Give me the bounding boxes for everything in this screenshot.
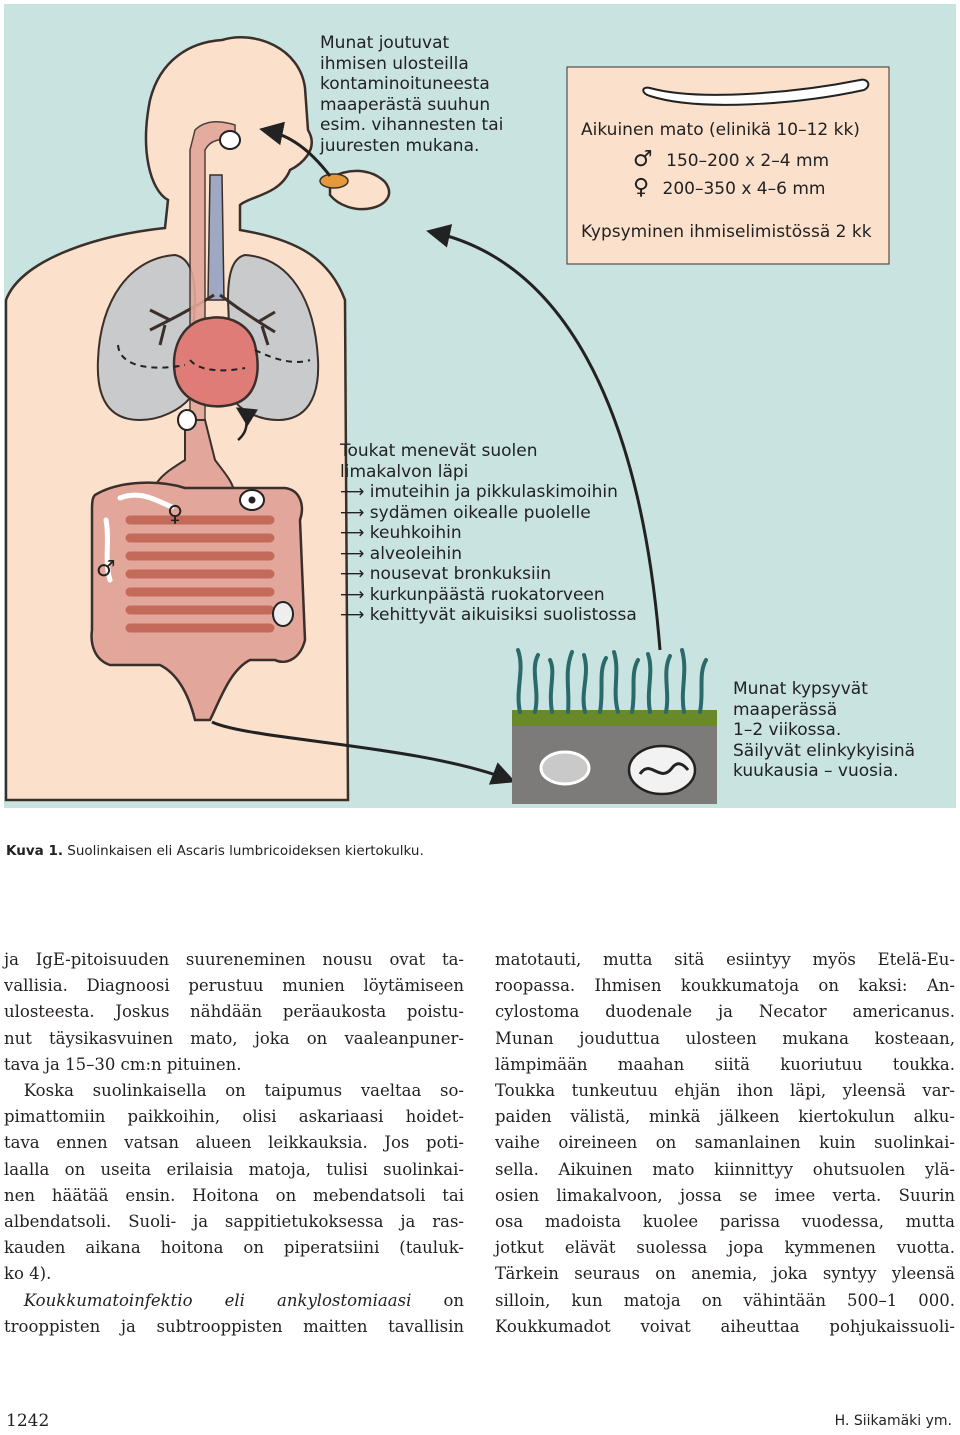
text-line: nen häätää ensin. Hoitona on mebendatsol… xyxy=(4,1183,464,1209)
ingestion-line: juuresten mukana. xyxy=(320,136,503,157)
egg-icon xyxy=(249,497,256,504)
soil-line: Säilyvät elinkykyisinä xyxy=(733,741,915,762)
text-line: Koukkumatoinfektio eli ankylostomiaasi o… xyxy=(4,1288,464,1314)
text-line: vallisia. Diagnoosi perustuu munien löyt… xyxy=(4,973,464,999)
ascaris-lifecycle-figure: Munat joutuvat ihmisen ulosteilla kontam… xyxy=(0,0,960,870)
text-line: nut täysikasvuinen mato, joka on vaalean… xyxy=(4,1026,464,1052)
text-line: Koska suolinkaisella on taipumus vaeltaa… xyxy=(4,1078,464,1104)
text-line: osa madoista kuolee parissa vuodessa, mu… xyxy=(495,1209,955,1235)
text-line: silloin, kun matoja on vähintään 500–1 0… xyxy=(495,1288,955,1314)
text-line: tava ja 15–30 cm:n pituinen. xyxy=(4,1052,464,1078)
migration-step: ⟶ kehittyvät aikuisiksi suolistossa xyxy=(340,605,637,626)
migration-title-line: Toukat menevät suolen xyxy=(340,441,637,462)
text-line: kauden aikana hoitona on piperatsiini (t… xyxy=(4,1235,464,1261)
ingestion-line: kontaminoituneesta xyxy=(320,74,503,95)
migration-step: ⟶ keuhkoihin xyxy=(340,523,637,544)
ingestion-line: maaperästä suuhun xyxy=(320,95,503,116)
text-line: lämpimään maahan siitä kuoriutuu toukka. xyxy=(495,1052,955,1078)
egg-icon xyxy=(273,602,293,626)
right-column: matotauti, mutta sitä esiintyy myös Etel… xyxy=(495,947,955,1340)
text-line: laalla on useita erilaisia matoja, tulis… xyxy=(4,1157,464,1183)
text-line: pimattomiin paikkoihin, olisi askariaasi… xyxy=(4,1104,464,1130)
soil-larva-egg-icon xyxy=(629,746,695,794)
maturation-text: Kypsyminen ihmiselimistössä 2 kk xyxy=(581,222,872,243)
text-line: albendatsoli. Suoli- ja sappitietukokses… xyxy=(4,1209,464,1235)
text-line: sella. Aikuinen mato kiinnittyy ohutsuol… xyxy=(495,1157,955,1183)
ingestion-text: Munat joutuvat ihmisen ulosteilla kontam… xyxy=(320,33,503,156)
soil-text: Munat kypsyvät maaperässä 1–2 viikossa. … xyxy=(733,679,915,782)
text-line: vaihe oireineen on samanlainen kuin suol… xyxy=(495,1130,955,1156)
ingestion-line: Munat joutuvat xyxy=(320,33,503,54)
text-line: ja IgE-pitoisuuden suureneminen nousu ov… xyxy=(4,947,464,973)
ingestion-line: ihmisen ulosteilla xyxy=(320,54,503,75)
text-line: Munan jouduttua ulosteen mukana kosteaan… xyxy=(495,1026,955,1052)
migration-text: Toukat menevät suolen limakalvon läpi ⟶ … xyxy=(340,441,637,626)
page-footer: 1242 H. Siikamäki ym. xyxy=(0,1411,960,1433)
page-number: 1242 xyxy=(6,1411,49,1431)
migration-title-line: limakalvon läpi xyxy=(340,462,637,483)
text-line: Koukkumadot voivat aiheuttaa pohjukaissu… xyxy=(495,1314,955,1340)
text-line: ko 4). xyxy=(4,1261,464,1287)
food-carrot xyxy=(320,174,348,188)
soil-line: maaperässä xyxy=(733,700,915,721)
ingestion-line: esim. vihannesten tai xyxy=(320,115,503,136)
text-line: roopassa. Ihmisen koukkumatoja on kaksi:… xyxy=(495,973,955,999)
migration-step: ⟶ imuteihin ja pikkulaskimoihin xyxy=(340,482,637,503)
migration-step: ⟶ alveoleihin xyxy=(340,544,637,565)
migration-step: ⟶ nousevat bronkuksiin xyxy=(340,564,637,585)
heart xyxy=(174,317,258,406)
left-column: ja IgE-pitoisuuden suureneminen nousu ov… xyxy=(4,947,464,1340)
gut-female-symbol: ♀ xyxy=(167,505,183,526)
italic-term: Koukkumatoinfektio eli ankylostomiaasi xyxy=(24,1291,412,1310)
female-size: 200–350 x 4–6 mm xyxy=(663,179,826,199)
soil-line: kuukausia – vuosia. xyxy=(733,761,915,782)
migration-step: ⟶ kurkunpäästä ruokatorveen xyxy=(340,585,637,606)
female-symbol: ♀ xyxy=(633,175,649,200)
infobox-title: Aikuinen mato (elinikä 10–12 kk) xyxy=(581,120,860,141)
text-line: cylostoma duodenale ja Necator americanu… xyxy=(495,999,955,1025)
caption-text: Suolinkaisen eli Ascaris lumbricoideksen… xyxy=(67,843,424,859)
soil-line: Munat kypsyvät xyxy=(733,679,915,700)
text-line: Toukka tunkeutuu ehjän ihon läpi, yleens… xyxy=(495,1078,955,1104)
gut-male-symbol: ♂ xyxy=(96,560,116,581)
male-size-row: ♂ 150–200 x 2–4 mm xyxy=(633,150,829,172)
trachea xyxy=(208,175,224,300)
female-size-row: ♀ 200–350 x 4–6 mm xyxy=(633,178,825,200)
male-symbol: ♂ xyxy=(633,147,653,172)
soil-egg-icon xyxy=(541,752,589,784)
text-line: jotkut elävät suolessa jopa kymmenen vuo… xyxy=(495,1235,955,1261)
male-size: 150–200 x 2–4 mm xyxy=(666,151,829,171)
text-line: trooppisten ja subtrooppisten maitten ta… xyxy=(4,1314,464,1340)
figure-caption: Kuva 1. Suolinkaisen eli Ascaris lumbric… xyxy=(6,843,424,859)
caption-label: Kuva 1. xyxy=(6,843,63,859)
soil-surface xyxy=(512,710,717,728)
text-line: tava ennen vatsan alueen leikkauksia. Jo… xyxy=(4,1130,464,1156)
egg-icon xyxy=(178,410,196,430)
text-line: ulosteesta. Joskus nähdään peräaukosta p… xyxy=(4,999,464,1025)
small-intestine xyxy=(130,520,270,628)
egg-icon xyxy=(220,131,240,149)
soil-line: 1–2 viikossa. xyxy=(733,720,915,741)
text-line: matotauti, mutta sitä esiintyy myös Etel… xyxy=(495,947,955,973)
migration-step: ⟶ sydämen oikealle puolelle xyxy=(340,503,637,524)
text-line: Tärkein seuraus on anemia, joka syntyy y… xyxy=(495,1261,955,1287)
text-line: osien limakalvoon, jossa se imee verta. … xyxy=(495,1183,955,1209)
text-line: paiden välistä, minkä jälkeen kiertokulu… xyxy=(495,1104,955,1130)
author-credit: H. Siikamäki ym. xyxy=(835,1413,952,1429)
